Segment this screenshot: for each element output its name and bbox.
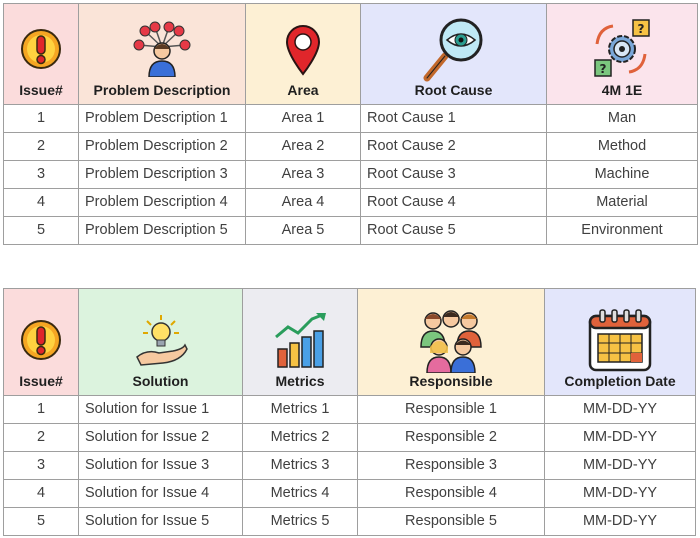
area-cell: Area 3 [245, 160, 361, 189]
area-cell: Area 1 [245, 104, 361, 133]
table-row: 2 Problem Description 2 Area 2 Root Caus… [3, 132, 698, 161]
completion-date-header: Completion Date [544, 288, 696, 396]
location-pin-icon [283, 16, 323, 82]
problem-description-cell: Problem Description 1 [78, 104, 246, 133]
issue-number-cell: 3 [3, 160, 79, 189]
solution-cell: Solution for Issue 2 [78, 423, 243, 452]
issue-number-cell: 4 [3, 479, 79, 508]
solution-cell: Solution for Issue 1 [78, 395, 243, 424]
responsible-cell: Responsible 5 [357, 507, 545, 536]
problem-description-cell: Problem Description 4 [78, 188, 246, 217]
table-row: 5 Problem Description 5 Area 5 Root Caus… [3, 216, 698, 245]
issue-number-cell: 5 [3, 507, 79, 536]
metrics-cell: Metrics 3 [242, 451, 358, 480]
lightbulb-hand-icon [133, 307, 189, 373]
root-cause-cell: Root Cause 1 [360, 104, 547, 133]
completion-date-cell: MM-DD-YY [544, 507, 696, 536]
issue-header-label: Issue# [19, 373, 63, 389]
completion-date-cell: MM-DD-YY [544, 479, 696, 508]
magnifier-eye-icon [419, 16, 489, 82]
metrics-cell: Metrics 4 [242, 479, 358, 508]
4m1e-cell: Environment [546, 216, 698, 245]
solution-plan-table: Issue# [3, 288, 696, 536]
4m1e-header: ? ? 4M 1E [546, 3, 698, 105]
root-cause-cell: Root Cause 4 [360, 188, 547, 217]
svg-text:?: ? [638, 22, 645, 36]
problem-description-cell: Problem Description 5 [78, 216, 246, 245]
solution-cell: Solution for Issue 5 [78, 507, 243, 536]
solution-cell: Solution for Issue 3 [78, 451, 243, 480]
4m1e-cell: Material [546, 188, 698, 217]
problem-description-cell: Problem Description 2 [78, 132, 246, 161]
problem-analysis-table: Issue# [3, 3, 698, 245]
completion-date-cell: MM-DD-YY [544, 423, 696, 452]
metrics-header-label: Metrics [275, 373, 325, 389]
area-cell: Area 4 [245, 188, 361, 217]
completion-date-cell: MM-DD-YY [544, 451, 696, 480]
metrics-cell: Metrics 5 [242, 507, 358, 536]
issue-header: Issue# [3, 3, 79, 105]
area-header: Area [245, 3, 361, 105]
bar-chart-growth-icon [272, 307, 328, 373]
issue-number-cell: 5 [3, 216, 79, 245]
problem-description-header-label: Problem Description [93, 82, 231, 98]
area-header-label: Area [287, 82, 319, 98]
svg-text:?: ? [600, 62, 607, 76]
responsible-header-label: Responsible [409, 373, 493, 389]
team-people-icon [417, 307, 485, 373]
responsible-header: Responsible [357, 288, 545, 396]
table-row: 1 Solution for Issue 1 Metrics 1 Respons… [3, 395, 696, 424]
metrics-header: Metrics [242, 288, 358, 396]
root-cause-header-label: Root Cause [414, 82, 493, 98]
responsible-cell: Responsible 1 [357, 395, 545, 424]
exclamation-icon [20, 16, 62, 82]
issue-number-cell: 3 [3, 451, 79, 480]
area-cell: Area 5 [245, 216, 361, 245]
calendar-icon [586, 307, 654, 373]
completion-date-cell: MM-DD-YY [544, 395, 696, 424]
table-row: 2 Solution for Issue 2 Metrics 2 Respons… [3, 423, 696, 452]
table-header-row: Issue# [3, 3, 698, 105]
root-cause-cell: Root Cause 2 [360, 132, 547, 161]
issue-header: Issue# [3, 288, 79, 396]
issue-number-cell: 1 [3, 104, 79, 133]
4m1e-cell: Man [546, 104, 698, 133]
root-cause-cell: Root Cause 5 [360, 216, 547, 245]
root-cause-header: Root Cause [360, 3, 547, 105]
table-row: 1 Problem Description 1 Area 1 Root Caus… [3, 104, 698, 133]
problem-description-header: Problem Description [78, 3, 246, 105]
area-cell: Area 2 [245, 132, 361, 161]
issue-number-cell: 2 [3, 423, 79, 452]
responsible-cell: Responsible 2 [357, 423, 545, 452]
solution-header: Solution [78, 288, 243, 396]
table-row: 4 Problem Description 4 Area 4 Root Caus… [3, 188, 698, 217]
exclamation-icon [20, 307, 62, 373]
responsible-cell: Responsible 3 [357, 451, 545, 480]
solution-header-label: Solution [132, 373, 189, 389]
table-row: 4 Solution for Issue 4 Metrics 4 Respons… [3, 479, 696, 508]
solution-cell: Solution for Issue 4 [78, 479, 243, 508]
gear-cycle-question-icon: ? ? [589, 16, 655, 82]
table-row: 5 Solution for Issue 5 Metrics 5 Respons… [3, 507, 696, 536]
4m1e-cell: Machine [546, 160, 698, 189]
4m1e-header-label: 4M 1E [601, 82, 643, 98]
completion-date-header-label: Completion Date [564, 373, 676, 389]
issue-header-label: Issue# [19, 82, 63, 98]
responsible-cell: Responsible 4 [357, 479, 545, 508]
person-with-problems-icon [131, 16, 193, 82]
issue-number-cell: 2 [3, 132, 79, 161]
table-header-row: Issue# [3, 288, 696, 396]
table-row: 3 Problem Description 3 Area 3 Root Caus… [3, 160, 698, 189]
table-row: 3 Solution for Issue 3 Metrics 3 Respons… [3, 451, 696, 480]
issue-number-cell: 1 [3, 395, 79, 424]
metrics-cell: Metrics 1 [242, 395, 358, 424]
root-cause-cell: Root Cause 3 [360, 160, 547, 189]
metrics-cell: Metrics 2 [242, 423, 358, 452]
issue-number-cell: 4 [3, 188, 79, 217]
problem-description-cell: Problem Description 3 [78, 160, 246, 189]
4m1e-cell: Method [546, 132, 698, 161]
